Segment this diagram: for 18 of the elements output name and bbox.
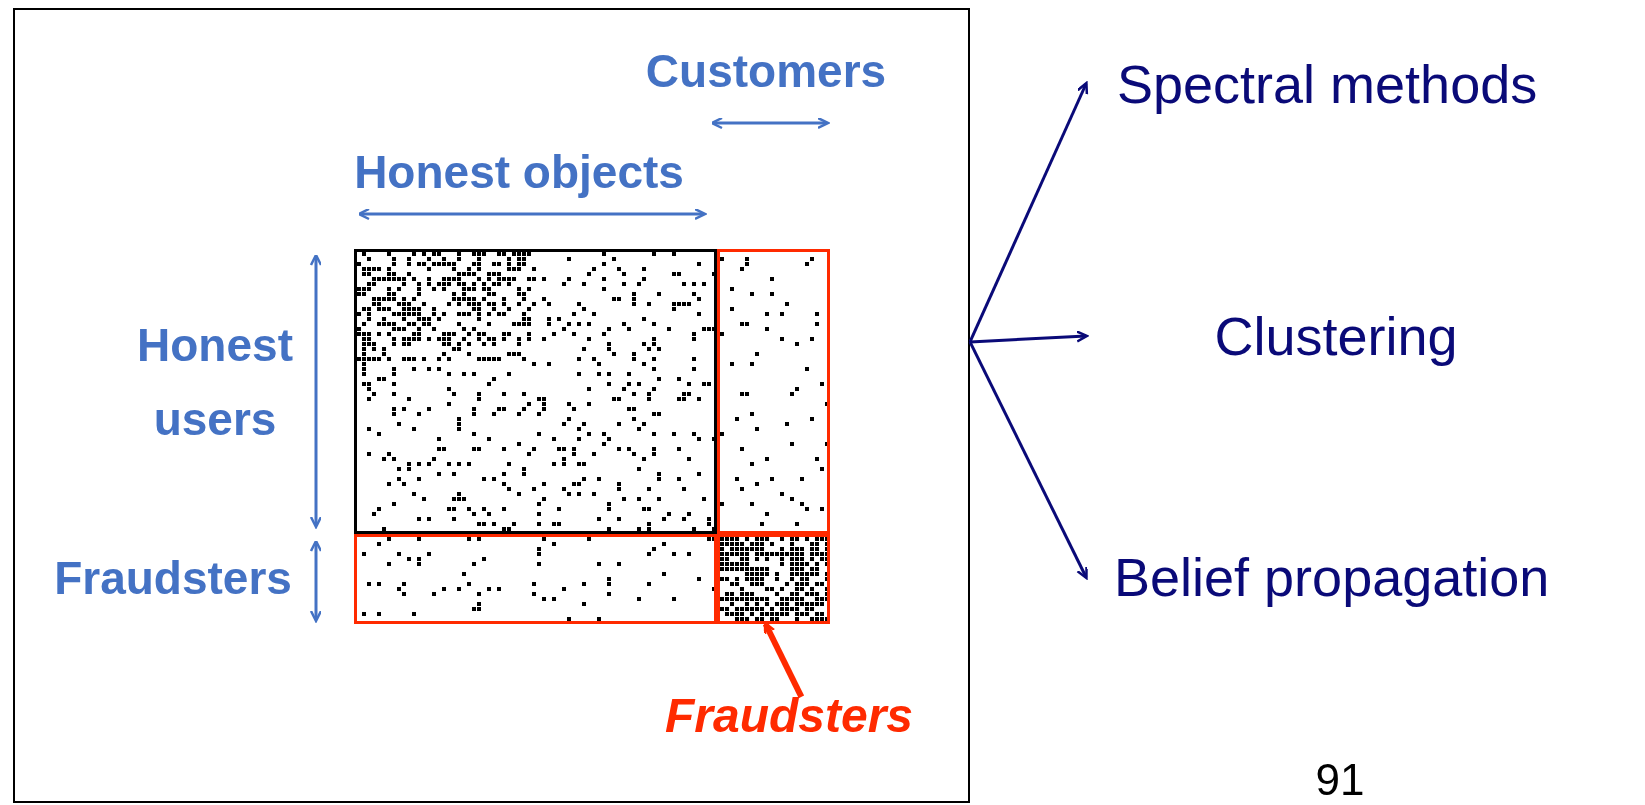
arrow	[968, 341, 1088, 580]
method-text: Spectral methods	[1086, 55, 1538, 113]
arrow	[968, 81, 1089, 343]
arrow	[969, 330, 1089, 344]
page-number: 91	[1315, 756, 1365, 804]
axis-label: Honest users	[136, 318, 294, 447]
arrow	[762, 621, 805, 699]
axis-label: Fraudsters	[54, 553, 292, 603]
method-text: Belief propagation	[1086, 548, 1550, 606]
figure-panel	[13, 8, 970, 803]
axis-label: Customers	[645, 46, 887, 96]
axis-label: Honest objects	[354, 147, 684, 197]
adjacency-matrix-block	[717, 534, 830, 624]
adjacency-matrix-block	[354, 249, 717, 534]
method-text: Clustering	[1086, 307, 1586, 365]
adjacency-matrix-block	[354, 534, 717, 624]
callout-text: Fraudsters	[664, 690, 914, 742]
adjacency-matrix-block	[717, 249, 830, 534]
